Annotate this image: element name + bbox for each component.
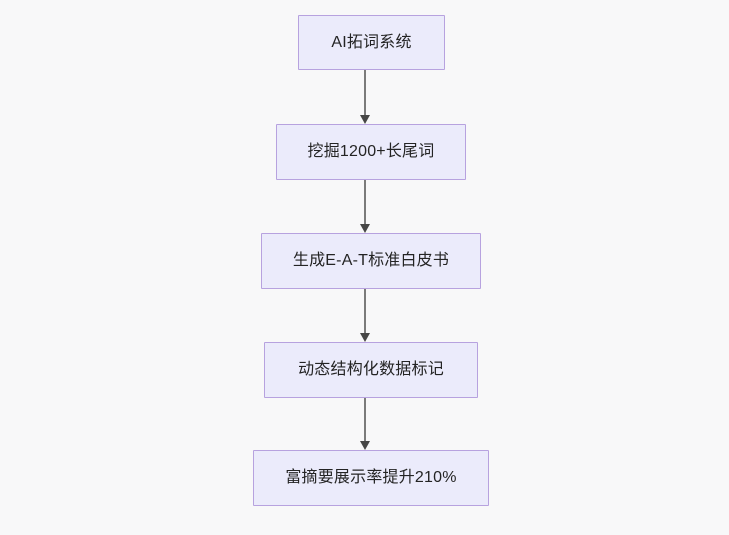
- arrowhead-icon: [359, 224, 370, 233]
- arrowhead-icon: [359, 333, 370, 342]
- flowchart-edge-2: [358, 180, 372, 233]
- flowchart-node-1-label: AI拓词系统: [331, 33, 412, 51]
- flowchart-node-3-label: 生成E-A-T标准白皮书: [292, 252, 450, 270]
- flowchart-node-2-label: 挖掘1200+长尾词: [307, 143, 435, 161]
- flowchart-node-5-label: 富摘要展示率提升210%: [285, 469, 457, 487]
- edge-line: [363, 289, 366, 333]
- edge-line: [363, 180, 366, 224]
- flowchart-node-1[interactable]: AI拓词系统: [298, 15, 445, 70]
- arrowhead-icon: [359, 115, 370, 124]
- flowchart-node-4-label: 动态结构化数据标记: [298, 361, 444, 379]
- edge-line: [363, 398, 366, 441]
- flowchart-node-4[interactable]: 动态结构化数据标记: [264, 342, 478, 398]
- flowchart-edge-3: [358, 289, 372, 342]
- flowchart-edge-4: [358, 398, 372, 450]
- flowchart-node-3[interactable]: 生成E-A-T标准白皮书: [261, 233, 481, 289]
- edge-line: [363, 70, 366, 115]
- flowchart-edge-1: [358, 70, 372, 124]
- flowchart-node-5[interactable]: 富摘要展示率提升210%: [253, 450, 489, 506]
- flowchart-node-2[interactable]: 挖掘1200+长尾词: [276, 124, 466, 180]
- arrowhead-icon: [359, 441, 370, 450]
